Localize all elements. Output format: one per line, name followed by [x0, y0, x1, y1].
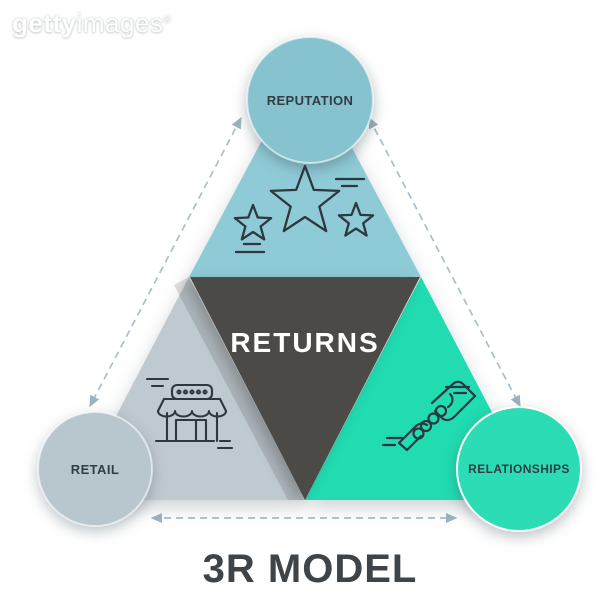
- connectors: [89, 116, 521, 524]
- three-stars-rating-icon: [233, 164, 375, 254]
- reputation-label: REPUTATION: [267, 93, 354, 108]
- returns-label: RETURNS: [230, 327, 379, 358]
- watermark-brand-light: images: [76, 8, 164, 38]
- handshake-icon: [381, 380, 477, 452]
- diagram-title: 3R MODEL: [203, 547, 418, 591]
- retail-label: RETAIL: [71, 462, 119, 477]
- node-circle-retail: [37, 411, 153, 527]
- returns-triangle: [190, 277, 420, 500]
- watermark-registered-mark: ®: [163, 14, 172, 26]
- center-triangle-shadow: [174, 277, 305, 500]
- node-circle-relationships: [456, 406, 582, 532]
- storefront-icon: [145, 377, 234, 450]
- node-circle-reputation: [246, 36, 374, 164]
- connector-right-dashed-arrow: [368, 116, 521, 408]
- gettyimages-watermark: gettyimages®: [12, 8, 171, 39]
- connector-left-dashed-arrow: [89, 116, 242, 408]
- relationships-label: RELATIONSHIPS: [468, 462, 570, 476]
- watermark-brand-bold: getty: [12, 8, 77, 38]
